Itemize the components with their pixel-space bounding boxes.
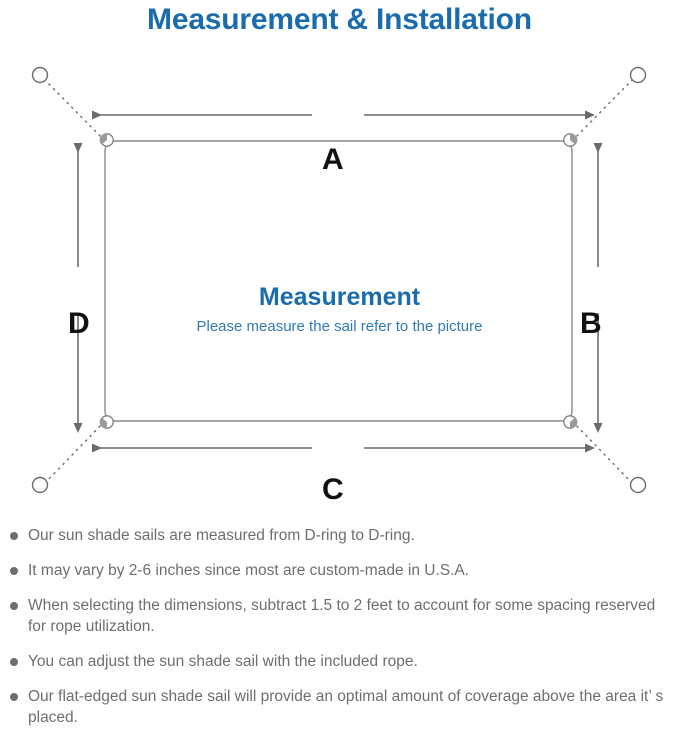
shade-sail-measurement-diagram: A B C D Measurement Please measure the s…: [0, 45, 679, 515]
dimension-label-a: A: [322, 143, 344, 176]
rope-bottom-right: [571, 420, 635, 486]
anchor-point-bottom-right: [629, 476, 647, 494]
bullet-icon: [10, 658, 18, 666]
list-item-text: When selecting the dimensions, subtract …: [28, 597, 656, 635]
bullet-icon: [10, 602, 18, 610]
list-item: You can adjust the sun shade sail with t…: [0, 651, 679, 672]
anchor-point-bottom-left: [31, 476, 49, 494]
bullet-icon: [10, 532, 18, 540]
bullet-icon: [10, 567, 18, 575]
list-item-text: You can adjust the sun shade sail with t…: [28, 653, 418, 670]
bullet-icon: [10, 693, 18, 701]
dimension-label-c: C: [322, 473, 344, 506]
dimension-label-d: D: [68, 307, 90, 340]
rope-top-right: [571, 77, 635, 142]
list-item: When selecting the dimensions, subtract …: [0, 595, 679, 637]
rope-top-left: [42, 77, 106, 142]
anchor-point-top-right: [629, 66, 647, 84]
list-item: Our flat-edged sun shade sail will provi…: [0, 686, 679, 728]
sail-body: [104, 140, 573, 422]
list-item: Our sun shade sails are measured from D-…: [0, 525, 679, 546]
notes-list: Our sun shade sails are measured from D-…: [0, 525, 679, 742]
list-item-text: Our flat-edged sun shade sail will provi…: [28, 688, 664, 726]
anchor-point-top-left: [31, 66, 49, 84]
list-item: It may vary by 2-6 inches since most are…: [0, 560, 679, 581]
list-item-text: It may vary by 2-6 inches since most are…: [28, 562, 470, 579]
rope-bottom-left: [42, 420, 106, 486]
list-item-text: Our sun shade sails are measured from D-…: [28, 527, 415, 544]
page-title: Measurement & Installation: [147, 3, 532, 36]
dimension-label-b: B: [580, 307, 602, 340]
diagram-svg: [31, 66, 647, 494]
